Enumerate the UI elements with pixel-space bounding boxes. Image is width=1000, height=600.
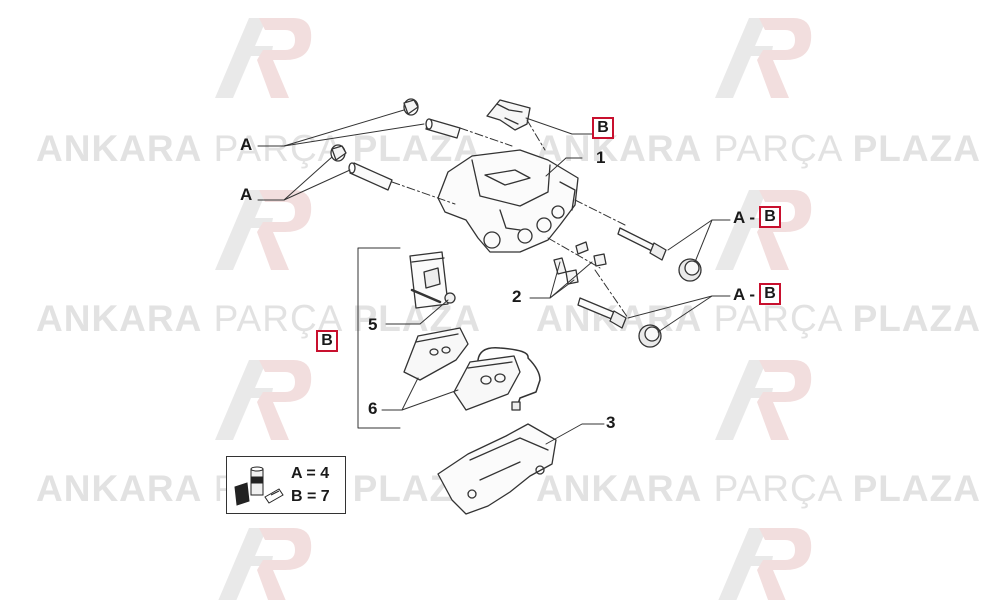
watermark-text: ANKARA PARÇA PLAZA [36,128,481,169]
retaining-clip [486,99,531,131]
callout-b-clip: B [592,117,614,139]
lubricant-tubes-icon [234,466,284,506]
callout-a-guide-mid: A [240,185,253,204]
bleeder-screws [553,241,607,285]
brake-pad-left [403,327,469,381]
callout-5-fitting-kit: 5 [368,315,378,334]
guide-sleeve-top [425,118,461,139]
callout-6-pads: 6 [368,399,378,418]
callout-2-bleeders: 2 [512,287,522,306]
legend-b-value: B = 7 [291,488,330,505]
guide-bolt-lower [577,297,627,329]
callout-b-pad-kit: B [316,330,338,352]
watermark-text: ANKARA PARÇA PLAZA [536,128,981,169]
dust-cap-lower [638,324,662,348]
callout-a-guide-top: A [240,135,253,154]
guide-bolt-upper [617,227,667,261]
brake-pad-right-with-sensor [453,347,541,411]
callout-a-bolt-lower: A - [733,285,756,304]
callout-b-bolt-lower: B [759,283,781,305]
pad-kit-bracket [357,247,401,429]
guide-sleeve-mid [348,162,393,191]
callout-b-bolt-upper: B [759,206,781,228]
callout-a-bolt-upper: A - [733,208,756,227]
legend-a-value: A = 4 [291,465,330,482]
watermark-text: ANKARA PARÇA PLAZA [536,468,981,509]
leader-lines [257,109,731,445]
watermark-text: ANKARA PARÇA PLAZA [36,298,481,339]
brake-caliper-body [437,149,579,253]
guide-bushing-mid [330,144,347,162]
guide-bushing-top [403,98,419,116]
watermark-text: ANKARA PARÇA PLAZA [536,298,981,339]
lubricant-legend: A = 4 B = 7 [226,456,346,514]
callout-3-carrier: 3 [606,413,616,432]
dust-cap-upper [678,258,702,282]
callout-1-caliper: 1 [596,148,606,167]
caliper-carrier-bracket [437,423,557,515]
